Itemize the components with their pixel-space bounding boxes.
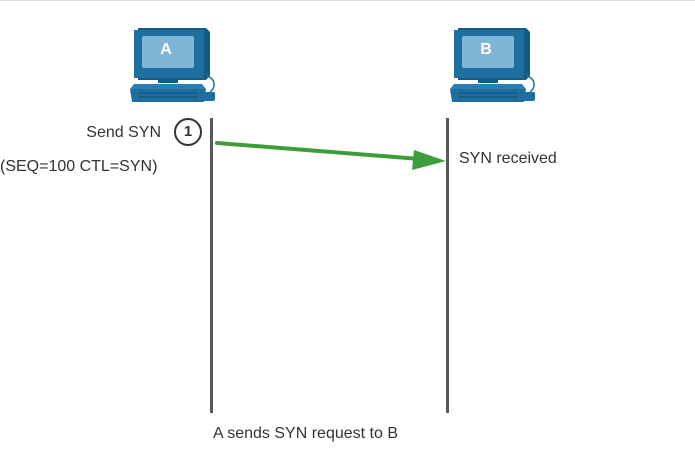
timeline-a [210,118,213,413]
arrowhead [412,150,446,170]
host-a: A [124,26,220,108]
top-border [0,0,695,1]
send-syn-label: Send SYN [86,124,161,141]
computer-icon [450,28,535,102]
arrow-icon [215,141,422,161]
syn-received-label: SYN received [459,150,557,167]
timeline-b [446,118,449,413]
host-a-label: A [160,41,172,58]
diagram-caption: A sends SYN request to B [213,425,398,442]
host-b-label: B [480,41,492,58]
segment-detail: (SEQ=100 CTL=SYN) [0,158,158,175]
computer-icon [130,28,215,102]
step-number-badge: 1 [174,118,202,146]
host-b: B [444,26,540,108]
